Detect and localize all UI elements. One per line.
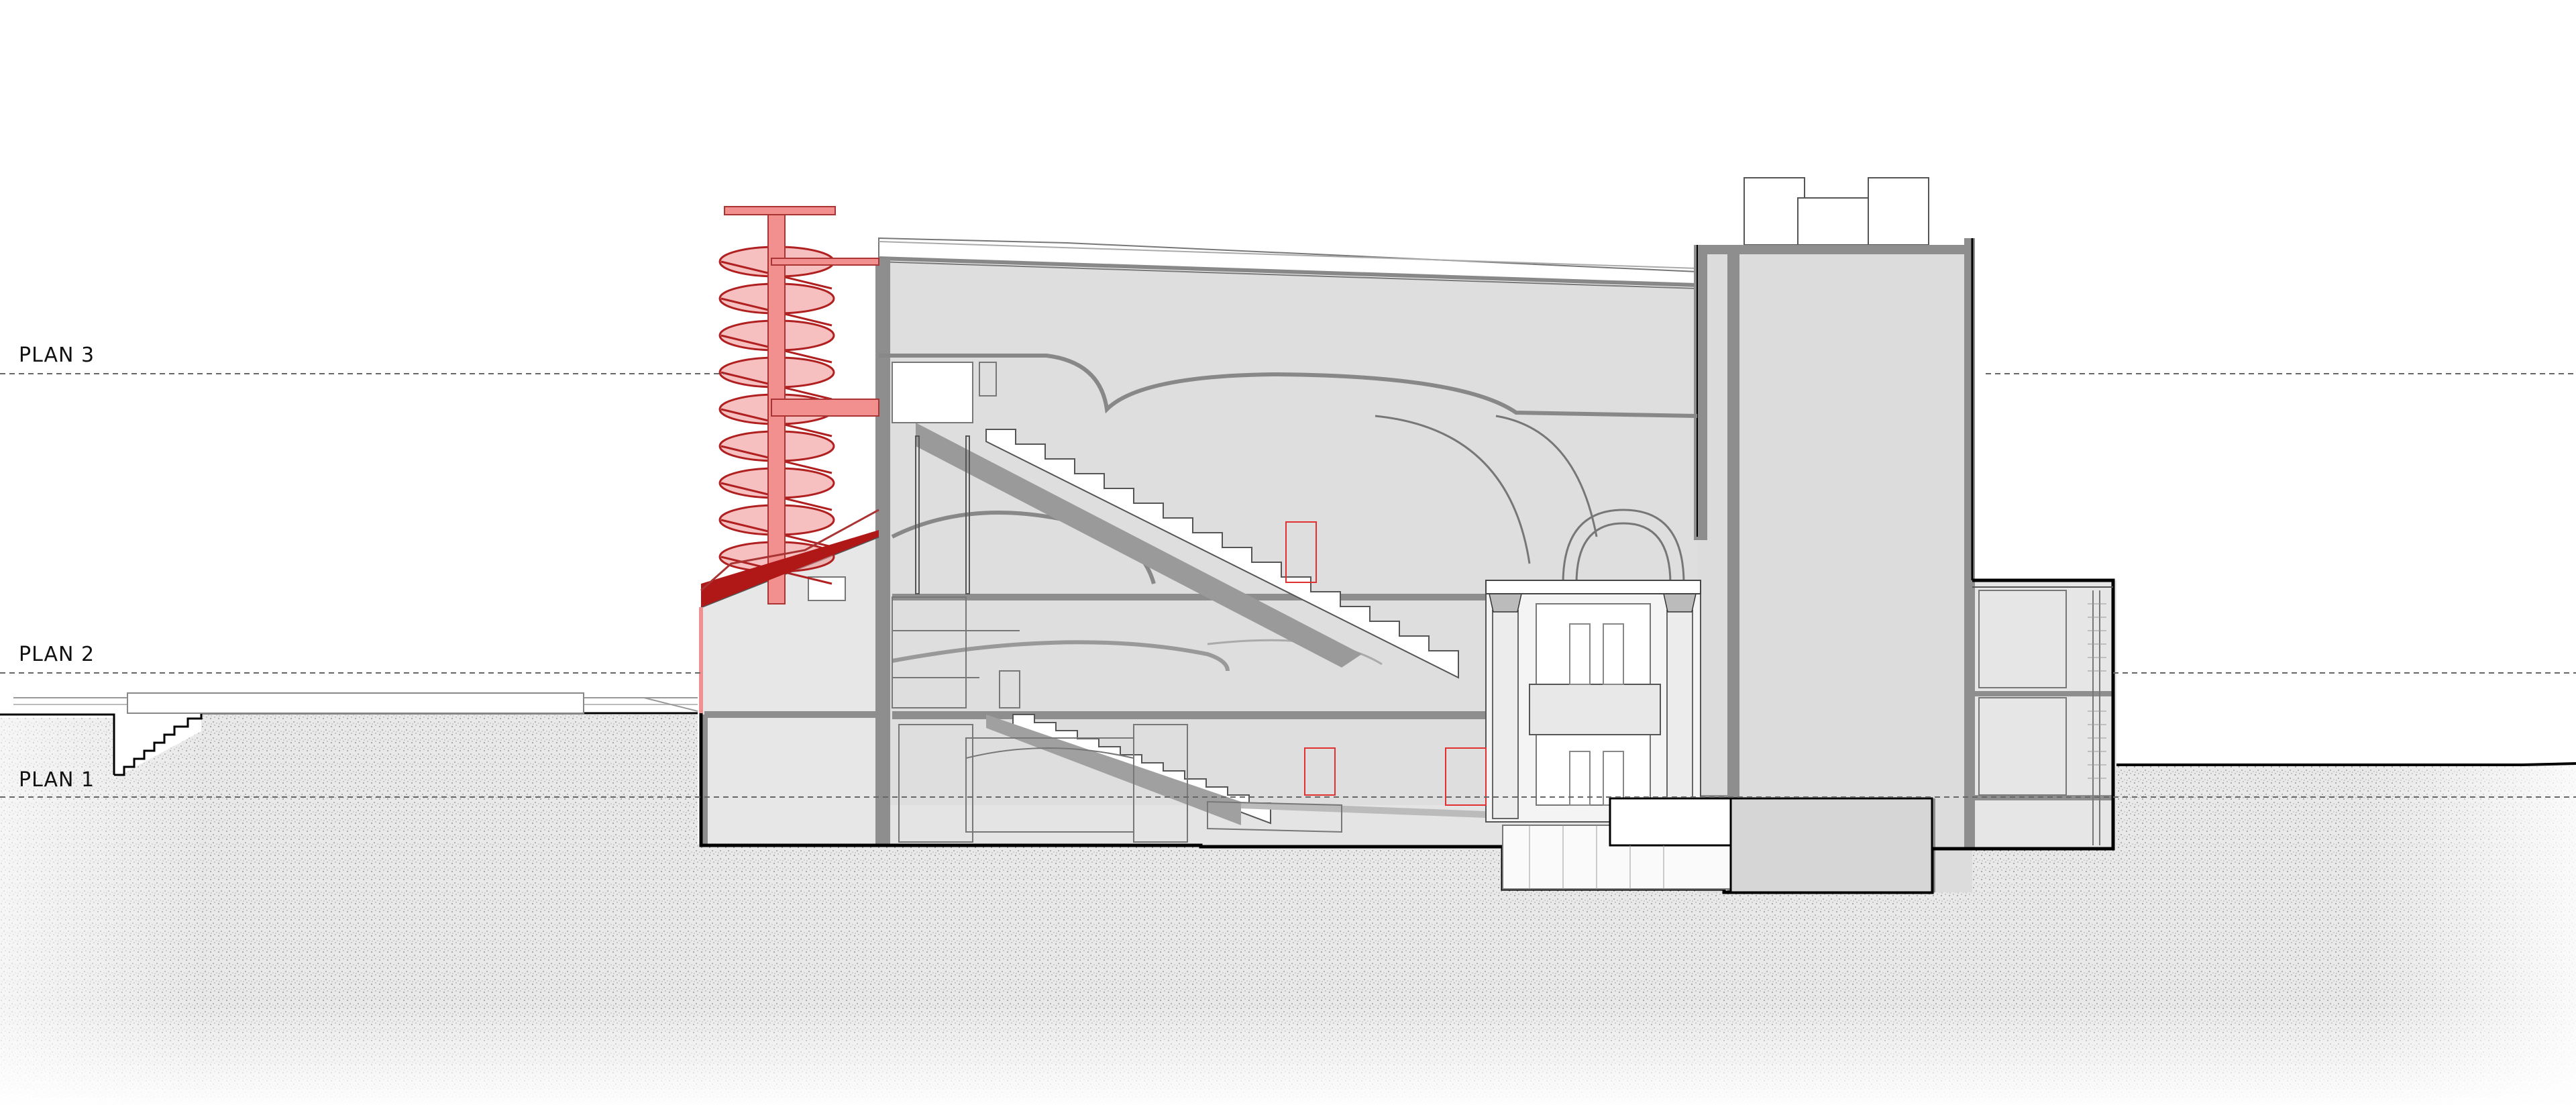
interior-partitions: [892, 362, 1342, 843]
plan-1-label: PLAN 1: [19, 768, 95, 792]
upper-balcony-seating: [916, 423, 1459, 679]
building-envelope: [701, 177, 2116, 892]
level-datum-lines: [0, 373, 2576, 798]
proscenium-arch: [1375, 415, 1685, 584]
right-annex: [1972, 586, 2113, 845]
red-spiral-staircase-icon: [699, 206, 879, 713]
plan-2-label: PLAN 2: [19, 643, 95, 666]
plan-3-label: PLAN 3: [19, 344, 95, 367]
left-terrace-profile: [0, 692, 698, 776]
red-door-markers: [1285, 521, 1487, 806]
proscenium-frame: [1485, 580, 1933, 894]
